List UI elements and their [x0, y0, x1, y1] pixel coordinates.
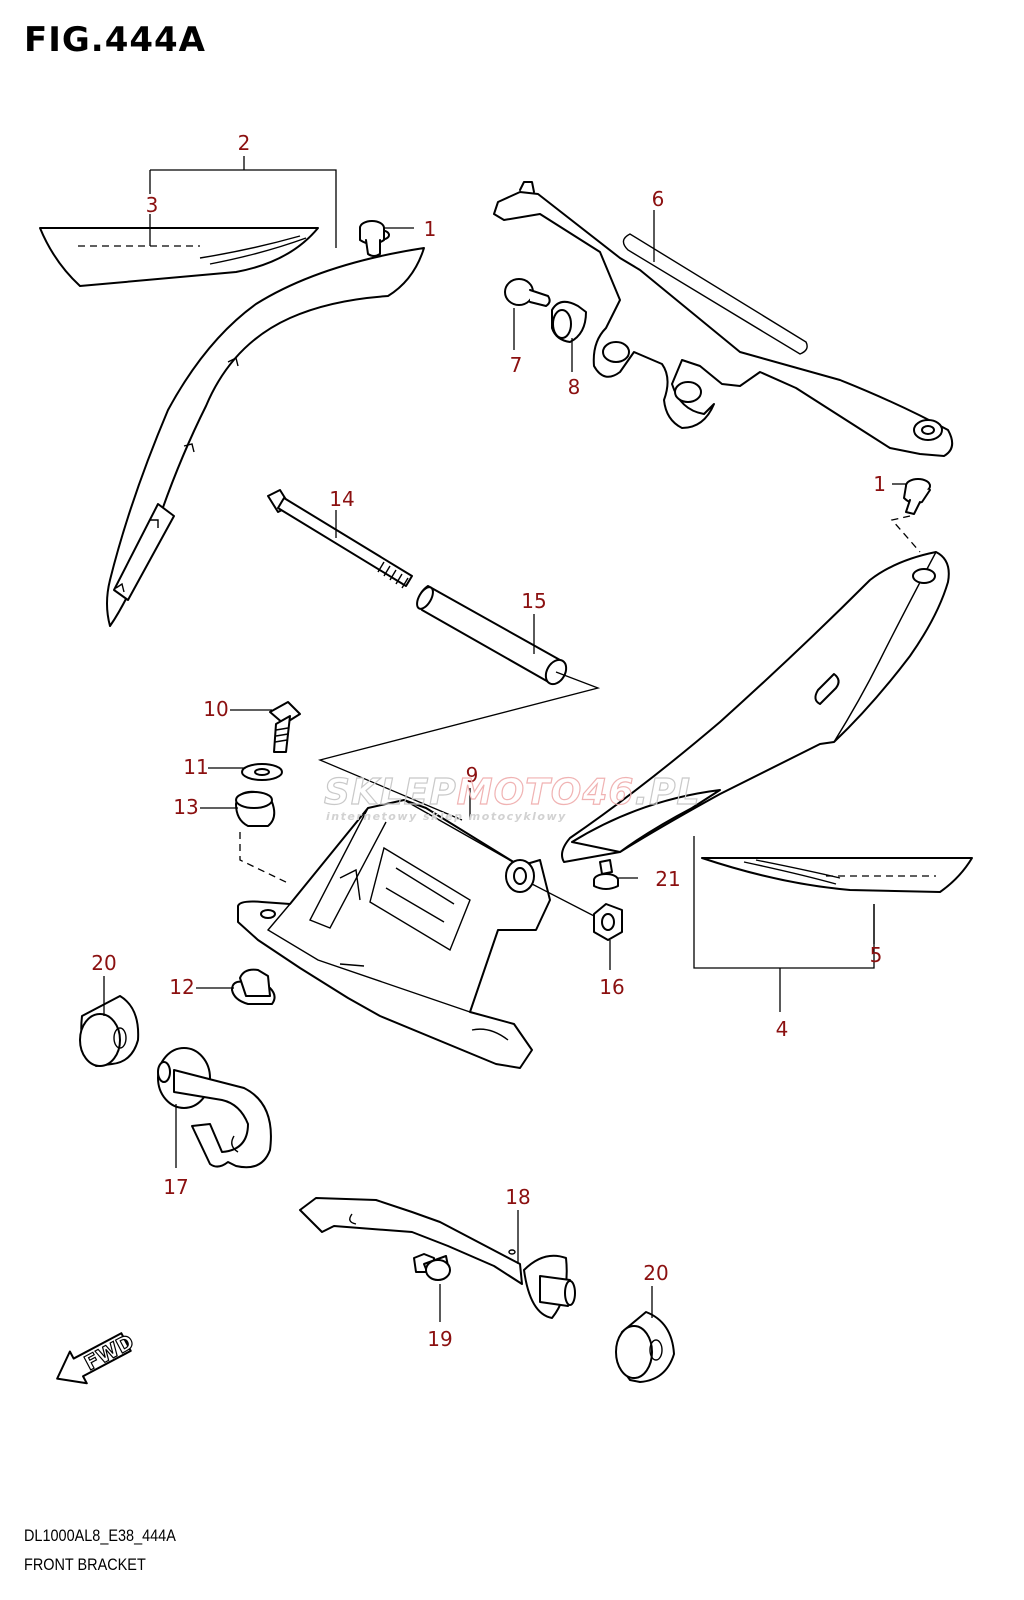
callout-6: 6: [652, 187, 665, 211]
callout-20-right: 20: [643, 1261, 668, 1285]
part-15-collar: [416, 585, 568, 686]
fwd-direction-badge: FWD: [56, 1329, 138, 1385]
figure-name: FRONT BRACKET: [24, 1555, 146, 1574]
callout-20-left: 20: [91, 951, 116, 975]
callout-5: 5: [870, 943, 883, 967]
model-code: DL1000AL8_E38_444A: [24, 1526, 176, 1545]
callout-11: 11: [183, 755, 208, 779]
part-10-bolt: [269, 701, 301, 753]
mount-guide-dash-13: [239, 832, 291, 885]
callout-17: 17: [163, 1175, 188, 1199]
callout-12: 12: [169, 975, 194, 999]
callout-4: 4: [776, 1017, 789, 1041]
callout-leader-lines: [103, 156, 906, 1322]
fwd-label: FWD: [80, 1329, 137, 1375]
callout-3: 3: [146, 193, 159, 217]
part-5-trim-strip-right: [701, 857, 973, 893]
callout-18: 18: [505, 1185, 530, 1209]
watermark: SKLEPMOTO46.PL internetowy sklep motocyk…: [323, 771, 700, 823]
callout-16: 16: [599, 975, 624, 999]
part-11-washer: [241, 763, 283, 781]
part-4-cover-right: [561, 551, 950, 863]
part-17-support-left: [157, 1047, 272, 1169]
part-1-screw-right: [903, 478, 931, 515]
mount-guide-dash-1: [890, 515, 921, 553]
part-3-trim-strip-left: [39, 227, 319, 287]
watermark-logo: SKLEPMOTO46.PL: [324, 772, 700, 813]
callout-21: 21: [655, 867, 680, 891]
part-7-bolt: [504, 278, 551, 307]
part-14-long-bolt: [267, 489, 413, 589]
part-18-support-right: [299, 1197, 576, 1319]
part-13-grommet: [235, 790, 276, 827]
callout-numbers: 2 3 1 6 7 8 14 15 1 10 11 13 9 21 16 5 4…: [91, 131, 886, 1351]
figure-title: FIG.444A: [24, 20, 206, 60]
callout-1-right: 1: [873, 472, 886, 496]
callout-9: 9: [466, 763, 479, 787]
assembly-guide-line: [317, 671, 601, 821]
part-9-main-bracket: [237, 799, 551, 1069]
callout-8: 8: [568, 375, 581, 399]
callout-10: 10: [203, 697, 228, 721]
callout-7: 7: [510, 353, 523, 377]
part-8-grommet: [551, 300, 587, 343]
part-21-screw: [593, 859, 619, 890]
part-6-upper-bracket: [493, 181, 954, 457]
part-20-cushion-right: [615, 1311, 675, 1383]
fwd-arrow-icon: [56, 1332, 132, 1385]
watermark-tagline: internetowy sklep motocyklowy: [326, 810, 567, 823]
callout-15: 15: [521, 589, 546, 613]
callout-1-top: 1: [424, 217, 437, 241]
mount-guide-line-16: [531, 883, 599, 919]
callout-14: 14: [329, 487, 354, 511]
callout-2: 2: [238, 131, 251, 155]
part-12-bush: [231, 968, 276, 1005]
part-1-screw-top: [359, 220, 385, 257]
callout-13: 13: [173, 795, 198, 819]
part-20-cushion-left: [79, 995, 140, 1067]
part-19-bolt: [413, 1253, 451, 1281]
part-16-nut: [593, 903, 623, 941]
callout-19: 19: [427, 1327, 452, 1351]
